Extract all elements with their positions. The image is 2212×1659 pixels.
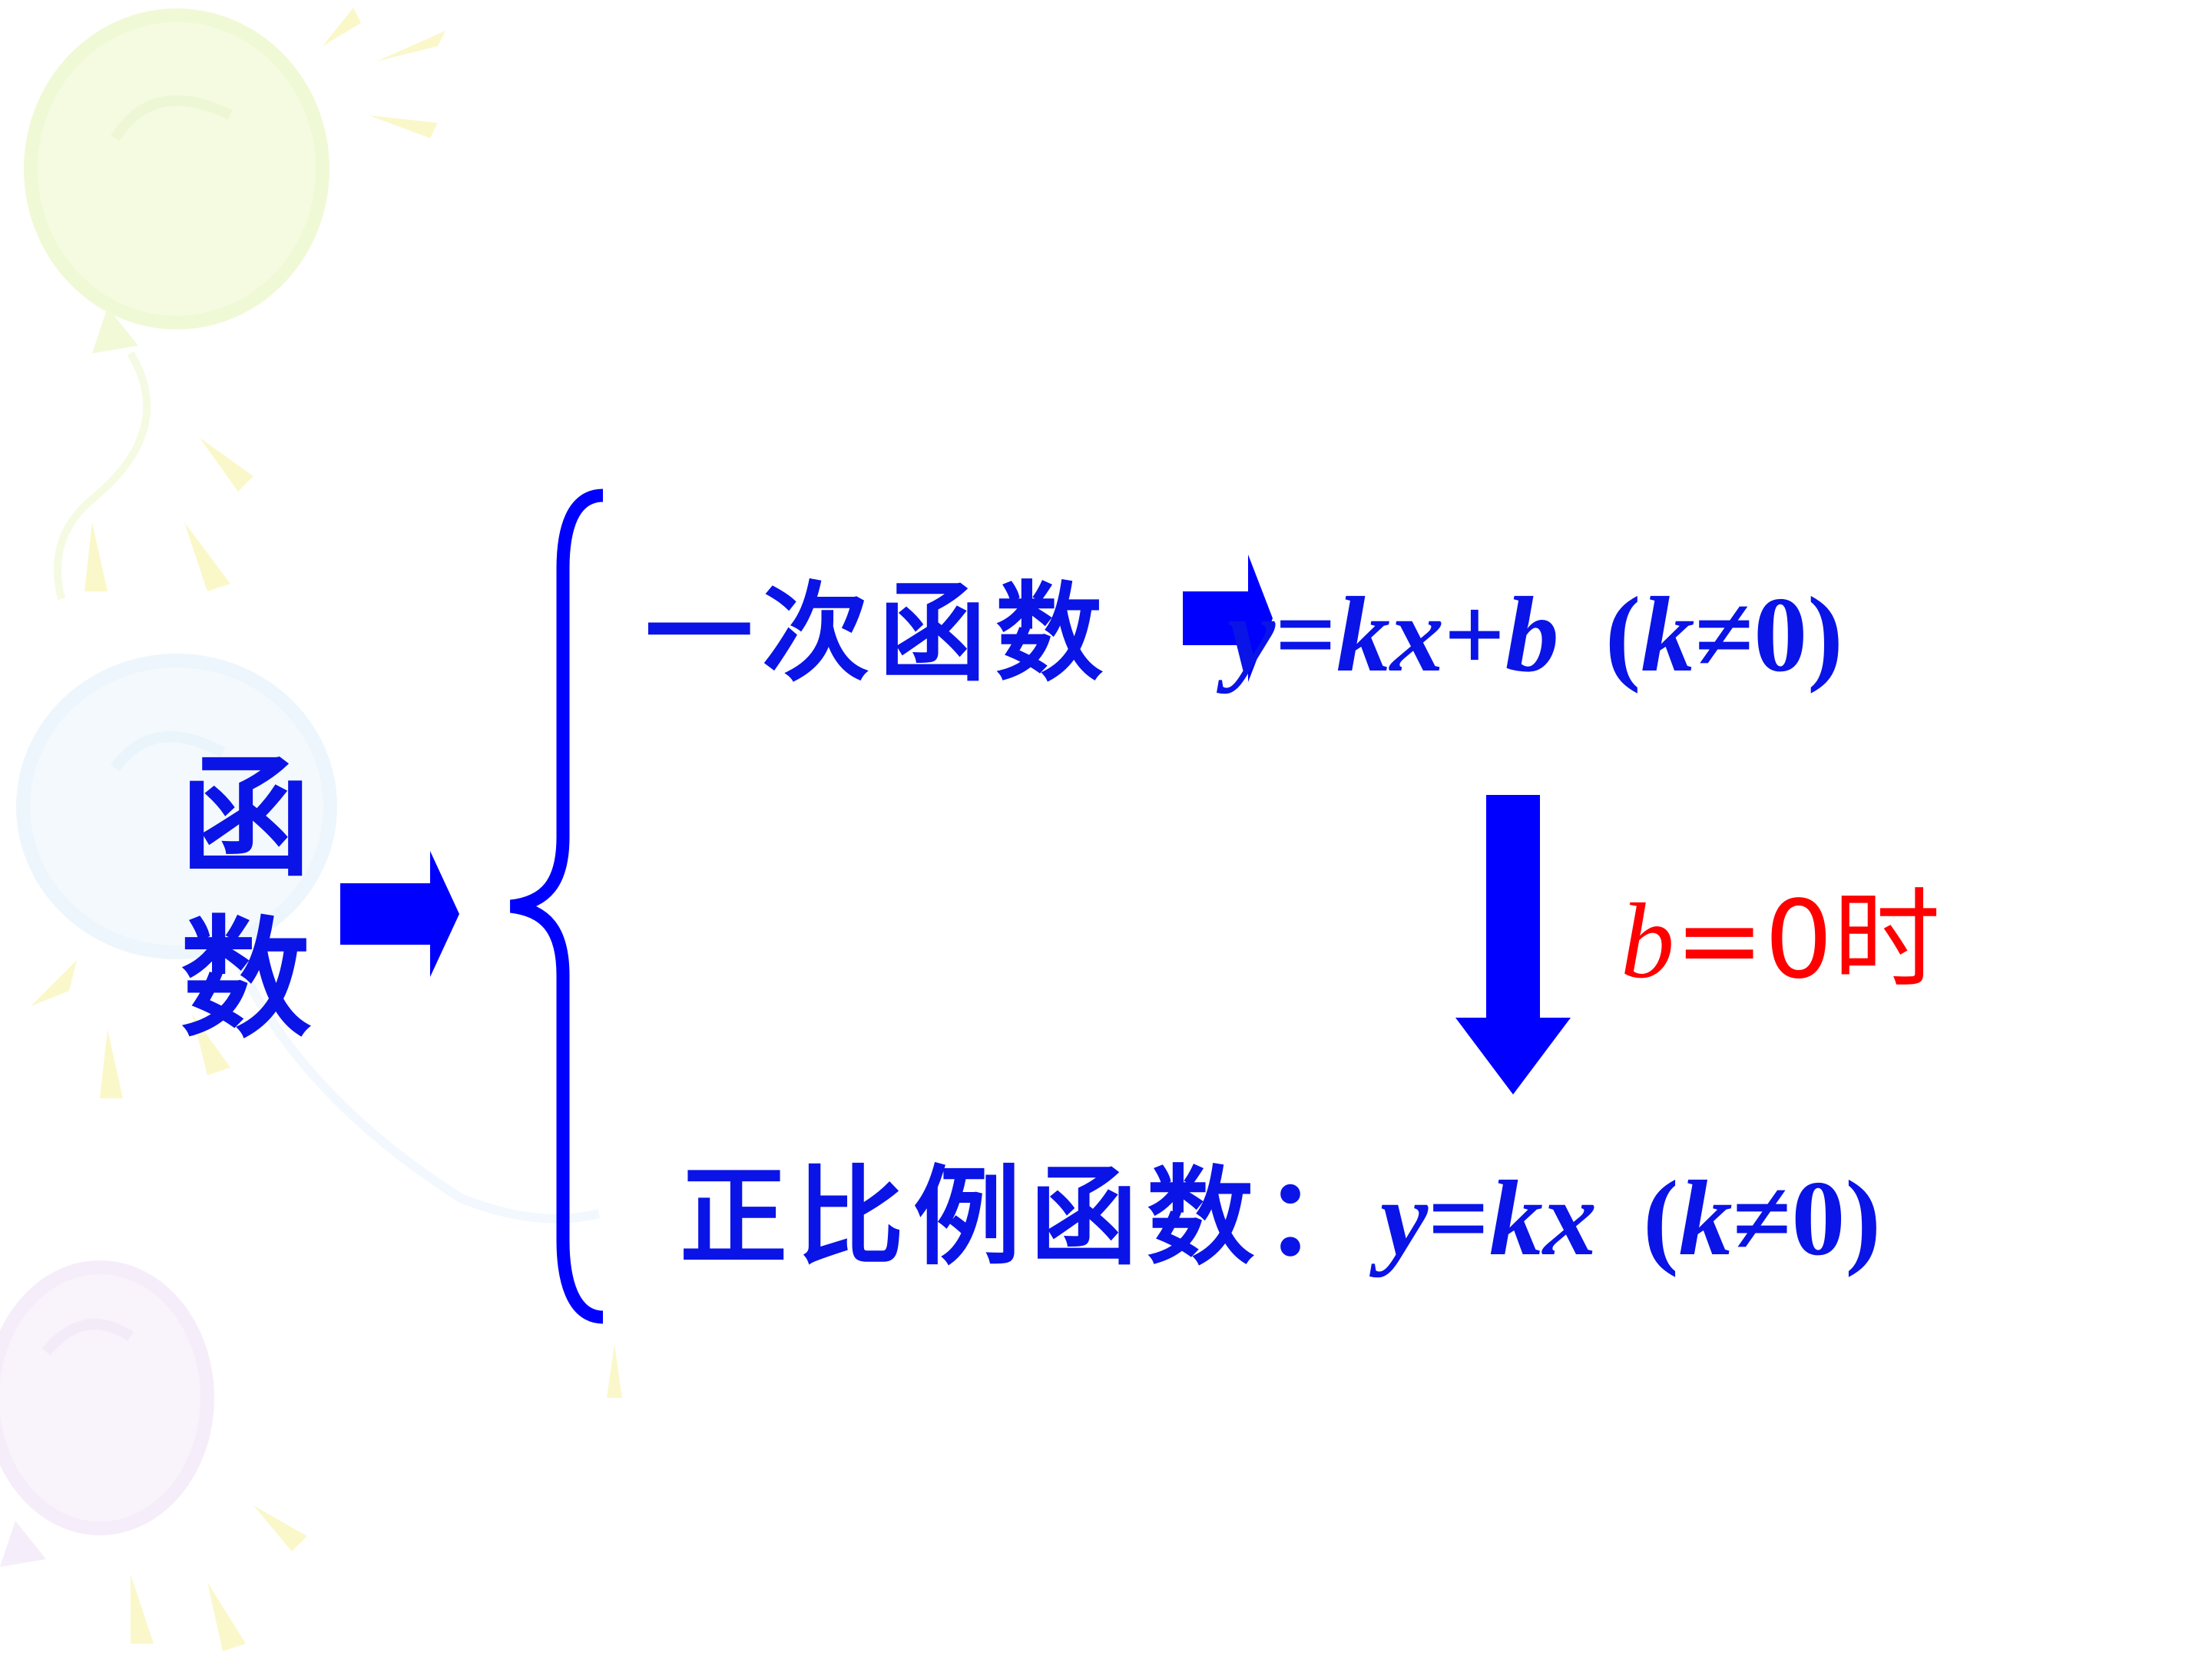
condition-k: k — [1641, 575, 1695, 694]
formula-y: y — [1380, 1159, 1429, 1278]
proportional-function-label: 正比例函数： — [680, 1154, 1381, 1280]
formula-b: b — [1505, 575, 1559, 694]
formula-y: y — [1227, 575, 1276, 694]
formula-equals: = — [1275, 575, 1336, 694]
condition-rest: ≠0) — [1694, 575, 1843, 694]
right-arrow-icon — [340, 851, 459, 977]
sun-rays-icon — [31, 960, 622, 1398]
root-label-char: 函 — [180, 741, 311, 895]
balloon-blue-icon — [16, 654, 601, 1224]
condition-open: ( — [1642, 1159, 1679, 1278]
linear-function-label: 一次函数 — [645, 571, 1113, 697]
sun-rays-icon — [84, 8, 445, 591]
condition-k: k — [1678, 1159, 1733, 1278]
condition-rest: ≠0) — [1732, 1159, 1882, 1278]
formula-plus: + — [1443, 575, 1505, 694]
formula-kx: kx — [1488, 1159, 1597, 1278]
balloon-purple-icon — [0, 1260, 214, 1567]
down-arrow-icon — [1455, 795, 1571, 1094]
right-arrow-icon — [1183, 555, 1273, 682]
root-label-char: 数 — [180, 902, 311, 1056]
balloon-green-icon — [24, 8, 329, 601]
formula-kx: kx — [1336, 575, 1444, 694]
formula-equals: = — [1428, 1159, 1489, 1278]
condition-var: b — [1621, 882, 1674, 1001]
sun-rays-icon — [131, 1505, 307, 1651]
condition-label: b=0时 — [1621, 887, 1940, 995]
root-label: 函 数 — [169, 753, 323, 1075]
left-curly-brace — [509, 488, 604, 1324]
proportional-function-row: 正比例函数：y=kx(k≠0) — [680, 1164, 1881, 1273]
condition-text: =0时 — [1674, 878, 1941, 1003]
condition-open: ( — [1604, 575, 1641, 694]
